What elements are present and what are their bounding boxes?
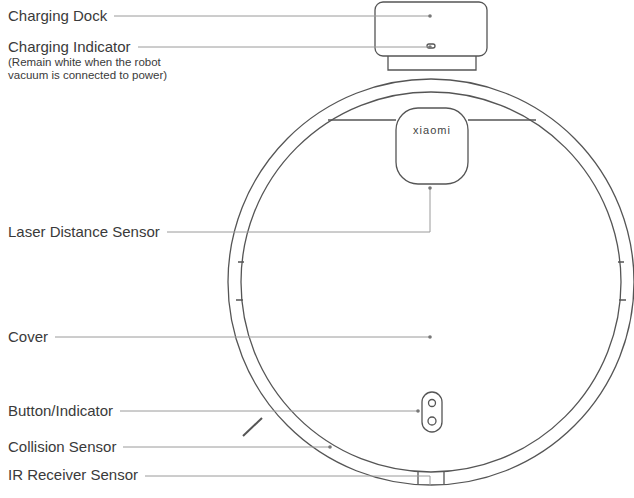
brand-logo: xiaomi [413,124,451,136]
button [422,392,442,432]
part-label: Button/Indicator [8,402,113,419]
part-label: IR Receiver Sensor [8,466,138,483]
side-brush [243,418,262,436]
bumper-seam [236,299,626,300]
dock-base [388,55,476,70]
leader-line [145,476,430,486]
part-label: Charging Dock [8,7,107,24]
leader-dot [428,186,432,190]
leader-dot [416,409,420,413]
charging-dock [375,2,487,56]
bumper-seam [238,261,624,262]
part-label: Collision Sensor [8,438,116,455]
leader-line [138,47,430,48]
leader-line [55,337,430,338]
note-text: (Remain white when the robot vacuum is c… [8,56,186,82]
leader-line [114,16,430,17]
leader-dot [428,14,432,18]
part-label: Cover [8,328,48,345]
leader-dot [428,335,432,339]
power-icon [428,417,436,425]
ir-window [418,472,444,484]
leader-dot [428,45,432,49]
part-label: Charging Indicator [8,38,131,55]
leader-line [123,447,330,448]
part-label: Laser Distance Sensor [8,223,160,240]
leader-line [167,188,430,232]
laser-distance-sensor [396,108,468,184]
leader-dot [328,445,332,449]
cover-ring [241,92,621,472]
robot-body [228,79,634,485]
home-icon [429,400,436,407]
leader-line [120,411,418,412]
